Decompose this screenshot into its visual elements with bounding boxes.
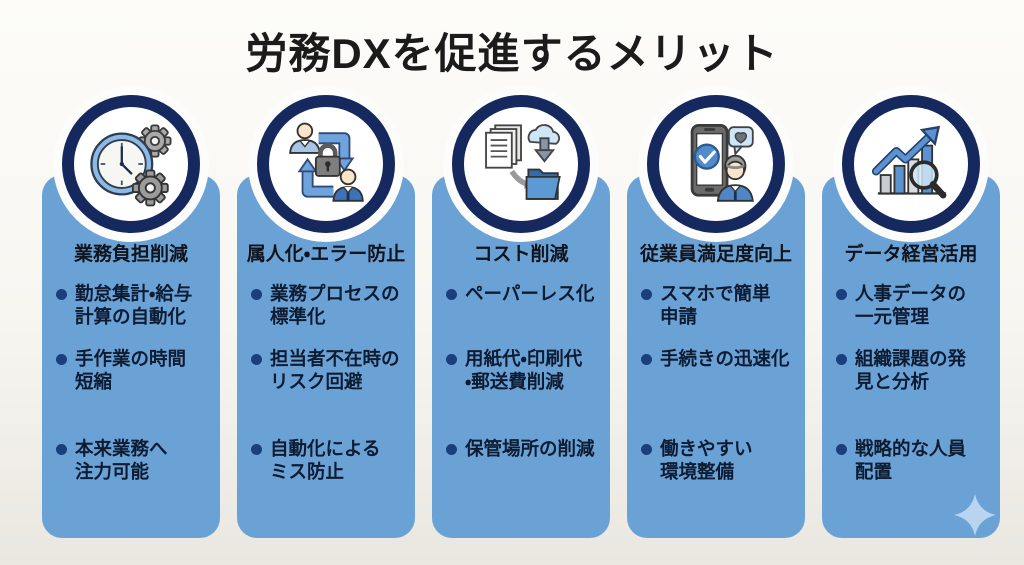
bullet-dot-icon	[251, 288, 262, 300]
bullet-dot-icon	[641, 288, 652, 300]
people-cycle-lock-icon	[289, 122, 364, 202]
bullet-list: 勤怠集計・給与 計算の自動化 手作業の時間 短縮 本来業務へ 注力可能	[50, 282, 212, 484]
bullet-list: スマホで簡単 申請 手続きの迅速化 働きやすい 環境整備	[635, 282, 797, 484]
column-cost-reduction: コスト削減 ペーパーレス化 用紙代・印刷代 ・郵送費削減 保管場所の削減	[432, 95, 610, 541]
list-item: 用紙代・印刷代 ・郵送費削減	[446, 347, 600, 437]
bullet-dot-icon	[251, 353, 262, 365]
column-workload-reduction: 業務負担削減 勤怠集計・給与 計算の自動化 手作業の時間 短縮 本来業務へ 注力…	[42, 95, 220, 541]
list-item: ペーパーレス化	[446, 282, 600, 347]
chart-growth-magnifier-icon	[871, 125, 947, 199]
list-item: 手作業の時間 短縮	[56, 347, 210, 437]
benefit-card: 業務負担削減 勤怠集計・給与 計算の自動化 手作業の時間 短縮 本来業務へ 注力…	[42, 175, 220, 538]
bullet-dot-icon	[446, 353, 457, 365]
bullet-dot-icon	[836, 443, 847, 455]
icon-badge	[452, 95, 590, 233]
page-title: 労務DXを促進するメリット	[245, 30, 779, 77]
list-item: 担当者不在時の リスク回避	[251, 347, 405, 437]
list-item: 働きやすい 環境整備	[641, 437, 795, 484]
bullet-dot-icon	[836, 288, 847, 300]
benefit-card: コスト削減 ペーパーレス化 用紙代・印刷代 ・郵送費削減 保管場所の削減	[432, 175, 610, 538]
icon-badge	[62, 95, 200, 233]
icon-badge	[842, 95, 980, 233]
list-item: 保管場所の削減	[446, 437, 600, 461]
list-item: 業務プロセスの 標準化	[251, 282, 405, 347]
documents-cloud-folder-icon	[485, 124, 561, 200]
benefit-columns: 業務負担削減 勤怠集計・給与 計算の自動化 手作業の時間 短縮 本来業務へ 注力…	[42, 95, 1000, 541]
benefit-card: 従業員満足度向上 スマホで簡単 申請 手続きの迅速化 働きやすい 環境整備	[627, 175, 805, 538]
benefit-card: データ経営活用 人事データの 一元管理 組織課題の発 見と分析 戦略的な人員 配…	[822, 175, 1000, 538]
bullet-list: 人事データの 一元管理 組織課題の発 見と分析 戦略的な人員 配置	[830, 282, 992, 484]
column-data-management: データ経営活用 人事データの 一元管理 組織課題の発 見と分析 戦略的な人員 配…	[822, 95, 1000, 541]
card-heading: 属人化・エラー防止	[246, 244, 406, 265]
list-item: 戦略的な人員 配置	[836, 437, 990, 484]
bullet-dot-icon	[641, 443, 652, 455]
bullet-dot-icon	[56, 288, 67, 300]
bullet-dot-icon	[56, 443, 67, 455]
column-error-prevention: 属人化・エラー防止 業務プロセスの 標準化 担当者不在時の リスク回避 自動化に…	[237, 95, 415, 541]
icon-badge	[647, 95, 785, 233]
benefit-card: 属人化・エラー防止 業務プロセスの 標準化 担当者不在時の リスク回避 自動化に…	[237, 175, 415, 538]
bullet-dot-icon	[446, 288, 457, 300]
bullet-list: ペーパーレス化 用紙代・印刷代 ・郵送費削減 保管場所の削減	[440, 282, 602, 461]
card-heading: 業務負担削減	[73, 244, 188, 265]
bullet-dot-icon	[56, 353, 67, 365]
bullet-dot-icon	[836, 353, 847, 365]
icon-badge	[257, 95, 395, 233]
card-heading: コスト削減	[473, 244, 569, 265]
list-item: 勤怠集計・給与 計算の自動化	[56, 282, 210, 347]
list-item: 自動化による ミス防止	[251, 437, 405, 484]
list-item: 本来業務へ 注力可能	[56, 437, 210, 484]
smartphone-approval-person-icon	[690, 123, 754, 202]
list-item: 組織課題の発 見と分析	[836, 347, 990, 437]
list-item: 手続きの迅速化	[641, 347, 795, 437]
sparkle-icon	[954, 494, 996, 536]
column-employee-satisfaction: 従業員満足度向上 スマホで簡単 申請 手続きの迅速化 働きやすい 環境整備	[627, 95, 805, 541]
list-item: 人事データの 一元管理	[836, 282, 990, 347]
list-item: スマホで簡単 申請	[641, 282, 795, 347]
card-heading: 従業員満足度向上	[639, 244, 792, 265]
card-heading: データ経営活用	[844, 244, 978, 265]
clock-gears-icon	[90, 124, 172, 207]
bullet-dot-icon	[446, 443, 457, 455]
bullet-dot-icon	[251, 443, 262, 455]
bullet-dot-icon	[641, 353, 652, 365]
bullet-list: 業務プロセスの 標準化 担当者不在時の リスク回避 自動化による ミス防止	[245, 282, 407, 484]
